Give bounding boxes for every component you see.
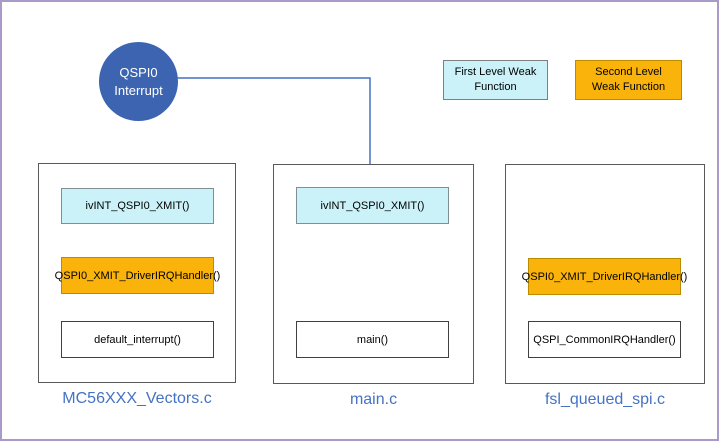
legend-first-level-label: First Level Weak Function [454, 66, 537, 93]
fn-box-ivint-qspi0-xmit-main: ivINT_QSPI0_XMIT() [296, 187, 449, 224]
interrupt-source-label: QSPI0 Interrupt [114, 64, 163, 98]
file-label-vectors: MC56XXX_Vectors.c [62, 390, 212, 407]
file-label-main: main.c [349, 391, 398, 408]
fn-box-qspi0-xmit-driverirqhandler: QSPI0_XMIT_DriverIRQHandler() [55, 257, 220, 294]
legend-first-level-weak: First Level Weak Function [443, 60, 548, 100]
fn-box-qspi0-xmit-driverirqhandler-fsl: QSPI0_XMIT_DriverIRQHandler() [522, 258, 687, 295]
arrow-line [177, 77, 371, 173]
fn-box-main: main() [296, 321, 449, 358]
interrupt-source-node: QSPI0 Interrupt [99, 42, 178, 121]
legend-second-level-label: Second Level Weak Function [591, 66, 666, 93]
fn-box-ivint-qspi0-xmit: ivINT_QSPI0_XMIT() [61, 188, 214, 224]
legend-second-level-weak: Second Level Weak Function [575, 60, 682, 100]
fn-box-default-interrupt: default_interrupt() [61, 321, 214, 358]
file-container-vectors: ivINT_QSPI0_XMIT() QSPI0_XMIT_DriverIRQH… [38, 163, 236, 407]
fn-box-qspi-commonirqhandler: QSPI_CommonIRQHandler() [528, 321, 681, 358]
file-label-fsl-queued-spi: fsl_queued_spi.c [544, 391, 666, 408]
file-container-main: ivINT_QSPI0_XMIT() main() main.c [273, 164, 474, 408]
file-container-fsl-queued-spi: QSPI0_XMIT_DriverIRQHandler() QSPI_Commo… [505, 164, 705, 408]
